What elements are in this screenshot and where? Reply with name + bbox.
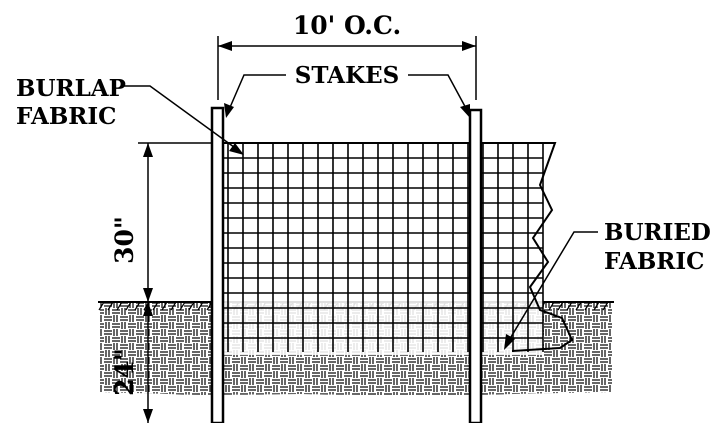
spacing-label: 10' O.C. xyxy=(293,11,401,40)
ground-tick xyxy=(575,301,582,311)
ground-tick xyxy=(170,301,177,311)
dim-arrow-top xyxy=(143,143,153,157)
ground-tick xyxy=(107,301,114,311)
stake-left xyxy=(210,106,225,423)
burlap-label-line2: FABRIC xyxy=(16,103,116,130)
buried-label-line2: FABRIC xyxy=(604,248,704,275)
ground-tick xyxy=(566,301,573,311)
height-dimensions xyxy=(138,142,212,423)
ground-tick xyxy=(557,301,564,311)
dimension-arrow-right xyxy=(462,41,476,51)
ground-tick xyxy=(197,301,204,311)
ground-tick xyxy=(584,301,591,311)
ground-tick xyxy=(134,301,141,311)
above-ground-height-label: 30" xyxy=(110,216,139,264)
spacing-dimension xyxy=(217,36,477,100)
buried-depth-label: 24" xyxy=(110,348,139,396)
burlap-label-line1: BURLAP xyxy=(16,75,126,102)
ground-tick xyxy=(188,301,195,311)
ground-tick xyxy=(548,301,555,311)
stakes-label: STAKES xyxy=(295,62,399,89)
fabric-torn-edge xyxy=(511,142,574,352)
fence-fabric xyxy=(212,142,574,355)
dim-arrow-bottom xyxy=(143,409,153,423)
ground-tick xyxy=(161,301,168,311)
fabric-grid-lines xyxy=(212,142,544,352)
ground-tick xyxy=(125,301,132,311)
ground-tick xyxy=(98,301,105,311)
ground-tick xyxy=(602,301,609,311)
stakes xyxy=(210,106,483,423)
ground-tick xyxy=(116,301,123,311)
ground-tick xyxy=(179,301,186,311)
dim-arrow-mid-up xyxy=(143,288,153,302)
stake-right xyxy=(468,108,483,423)
ground-tick xyxy=(593,301,600,311)
dimension-arrow-left xyxy=(218,41,232,51)
stakes-leaders xyxy=(224,74,470,118)
ground-tick xyxy=(152,301,159,311)
buried-label-line1: BURIED xyxy=(604,219,711,246)
dim-arrow-mid-down xyxy=(143,302,153,316)
buried-leader xyxy=(504,231,598,350)
burlap-leader xyxy=(124,85,244,155)
